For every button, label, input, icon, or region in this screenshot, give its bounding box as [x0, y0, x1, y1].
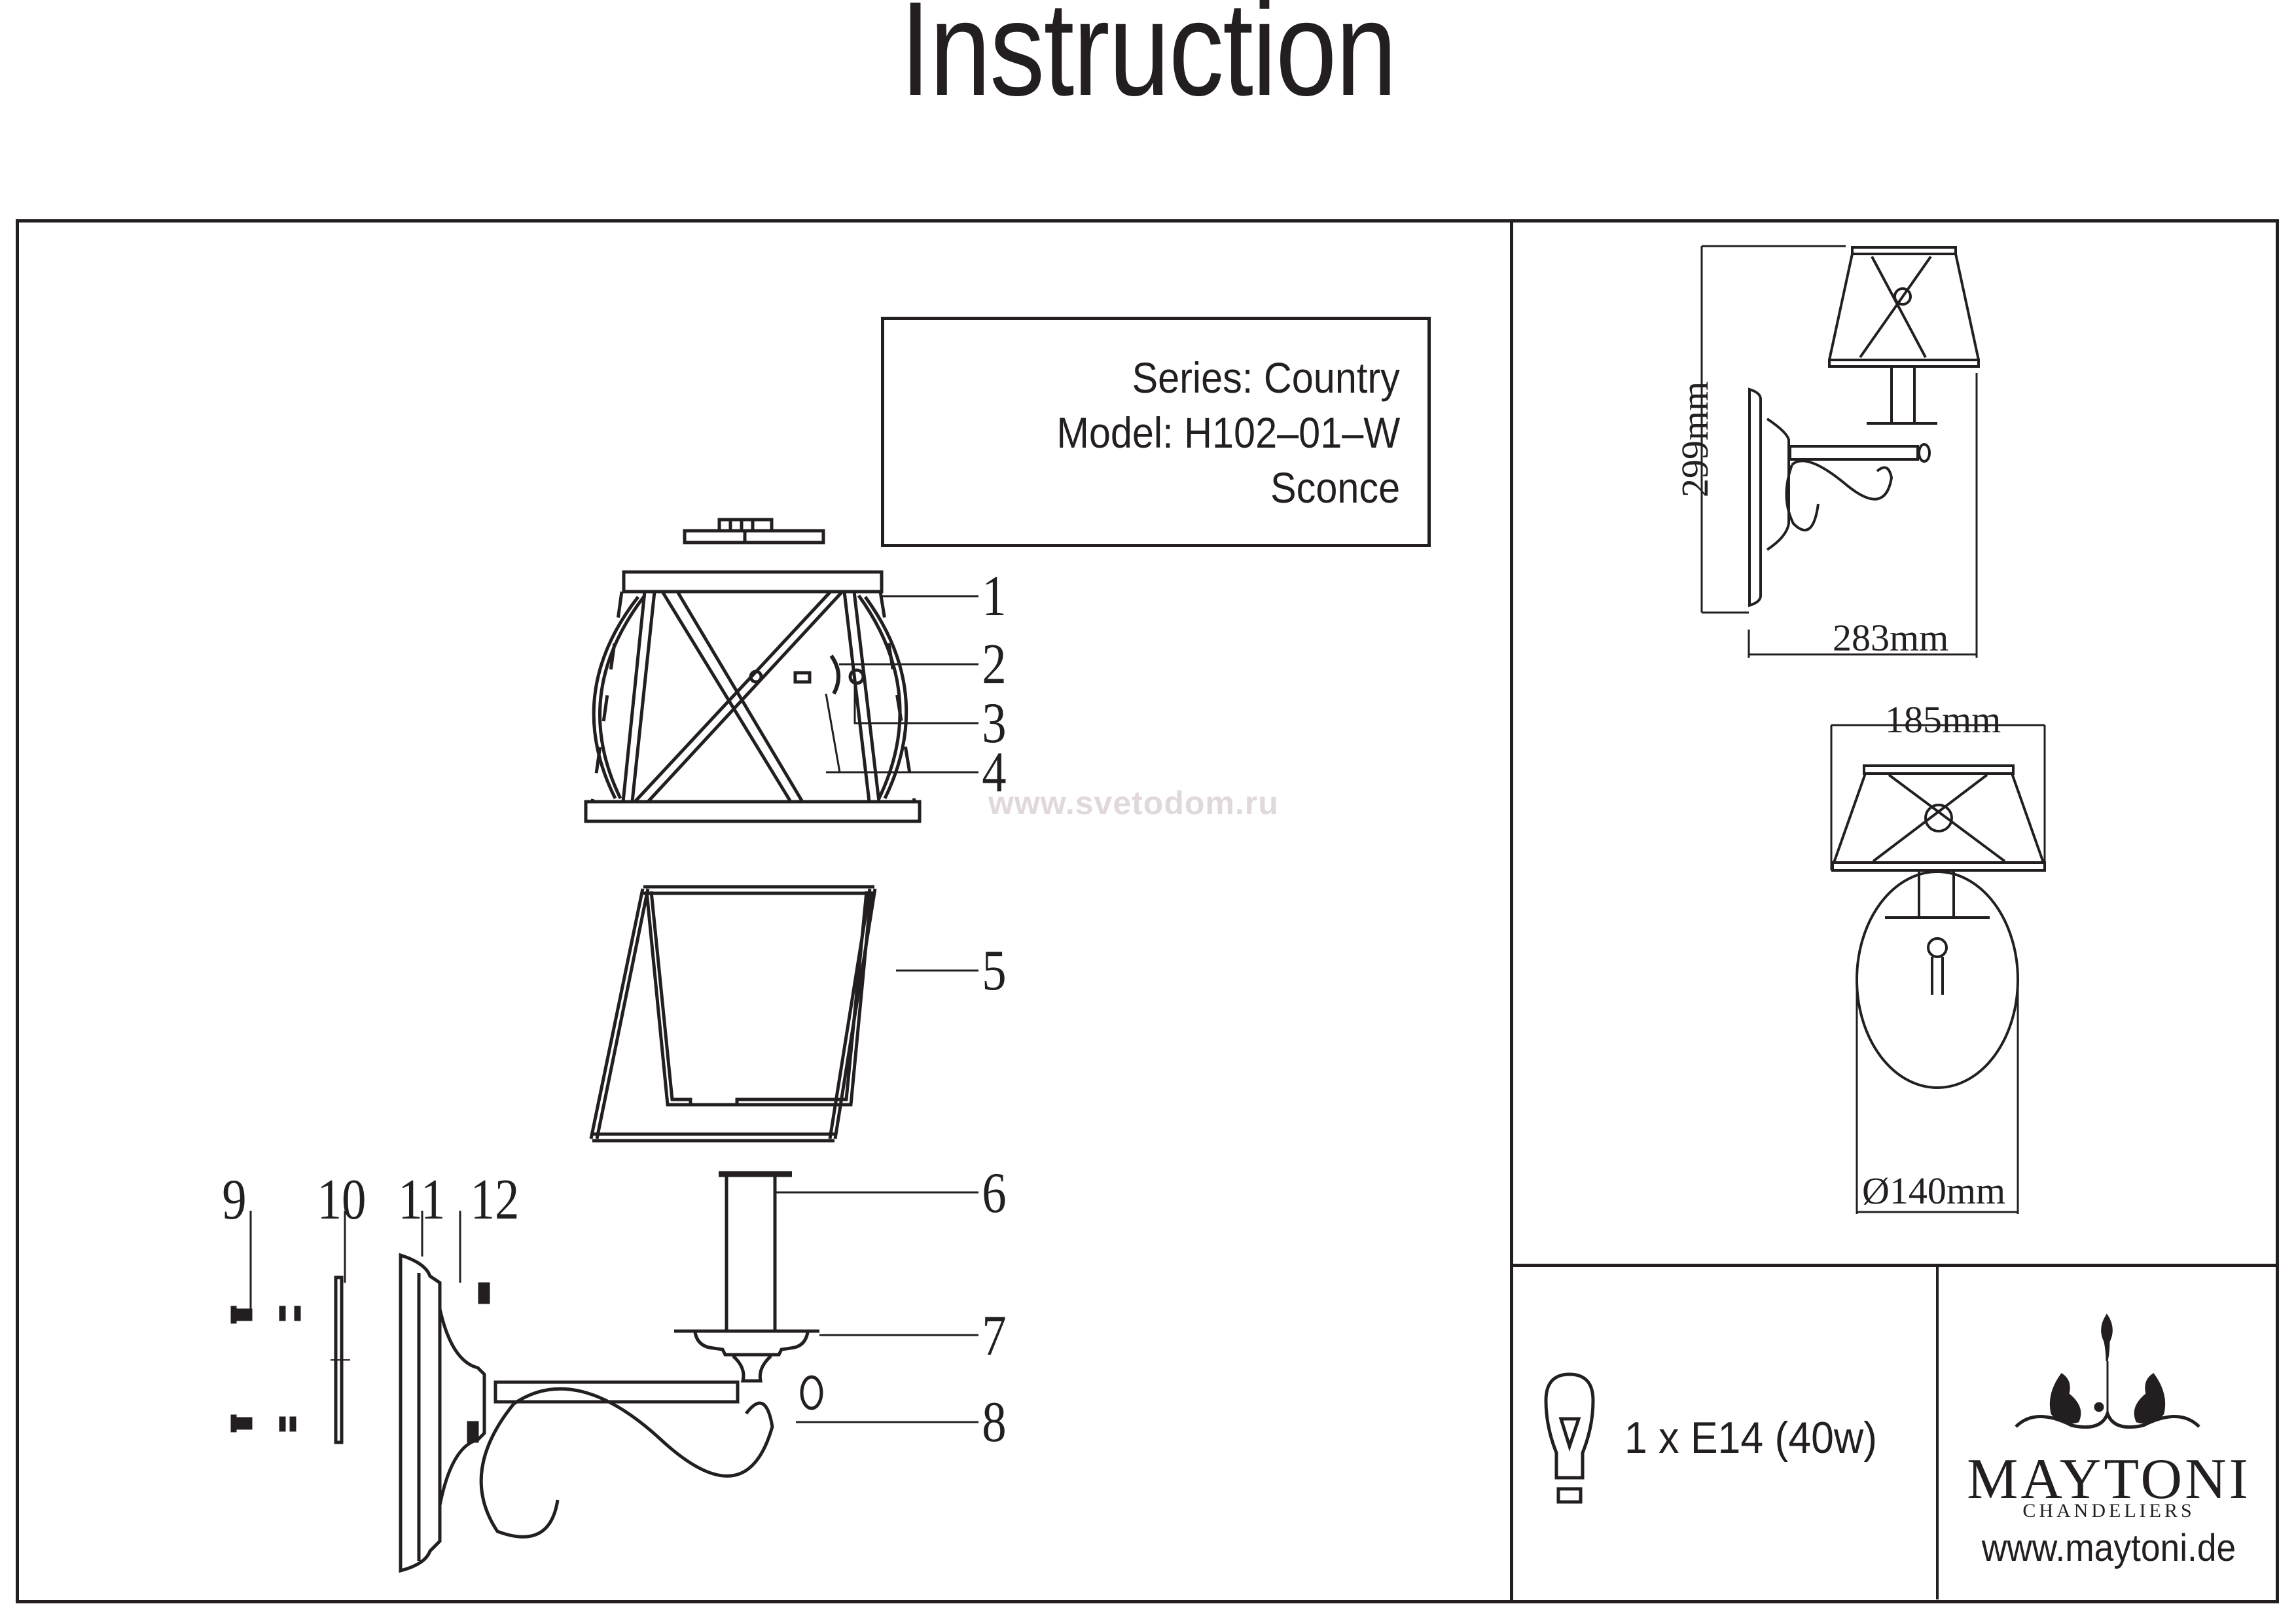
part-label-1: 1: [982, 565, 1007, 628]
row-divider: [1512, 1264, 2279, 1267]
leader-lines: [249, 595, 978, 1423]
height-dimension: 299mm: [1674, 381, 1716, 497]
bobeche-part-7: [674, 1329, 819, 1383]
part-label-10: 10: [317, 1168, 367, 1232]
part-label-9: 9: [222, 1168, 247, 1232]
mounting-bar-part-10: [279, 1275, 350, 1444]
depth-dimension: 283mm: [1833, 616, 1949, 659]
part-label-5: 5: [982, 939, 1007, 1003]
part-label-2: 2: [982, 633, 1007, 696]
shade-width-dimension: 185mm: [1885, 698, 2001, 741]
nut-part-3: [848, 668, 865, 685]
page-title: Instruction: [900, 0, 1397, 124]
part-label-7: 7: [982, 1304, 1007, 1368]
light-bulb-icon: [1544, 1372, 1595, 1504]
bulb-spec: 1 x E14 (40w): [1624, 1413, 1877, 1463]
part-label-3: 3: [982, 692, 1007, 755]
product-info-box: Series: Country Model: H102–01–W Sconce: [881, 317, 1431, 547]
ornament-logo-icon: [2015, 1313, 2200, 1429]
part-label-4: 4: [982, 741, 1007, 804]
shade-frame-part-1: [584, 570, 922, 823]
wall-canopy-part-11: [399, 1253, 486, 1573]
side-view-drawing: [1700, 245, 1980, 658]
brand-tagline: CHANDELIERS: [2022, 1500, 2195, 1522]
finial-part-2: [793, 654, 841, 695]
type-label: Sconce: [1270, 463, 1400, 512]
model-label: Model: H102–01–W: [1056, 408, 1400, 457]
footer-divider: [1936, 1266, 1939, 1599]
part-label-12: 12: [470, 1168, 520, 1232]
arm-part-8: [479, 1375, 823, 1539]
outer-frame: [16, 219, 2279, 1603]
watermark: www.svetodom.ru: [988, 785, 1279, 821]
candle-sleeve-part-6: [719, 1171, 792, 1331]
lampshade-part-5: [589, 885, 877, 1143]
brand-name: MAYTONI: [1967, 1448, 2251, 1511]
base-diameter-dimension: Ø140mm: [1862, 1169, 2006, 1212]
front-view-drawing: [1830, 724, 2046, 1214]
column-divider: [1510, 219, 1513, 1600]
part-label-6: 6: [982, 1162, 1007, 1225]
screws-part-9: [230, 1306, 253, 1433]
brand-url[interactable]: www.maytoni.de: [1981, 1527, 2236, 1569]
part-label-11: 11: [398, 1168, 446, 1232]
part-label-8: 8: [982, 1391, 1007, 1454]
shade-top-cap: [683, 518, 825, 544]
series-label: Series: Country: [1132, 353, 1400, 402]
caps-part-12: [467, 1282, 490, 1443]
